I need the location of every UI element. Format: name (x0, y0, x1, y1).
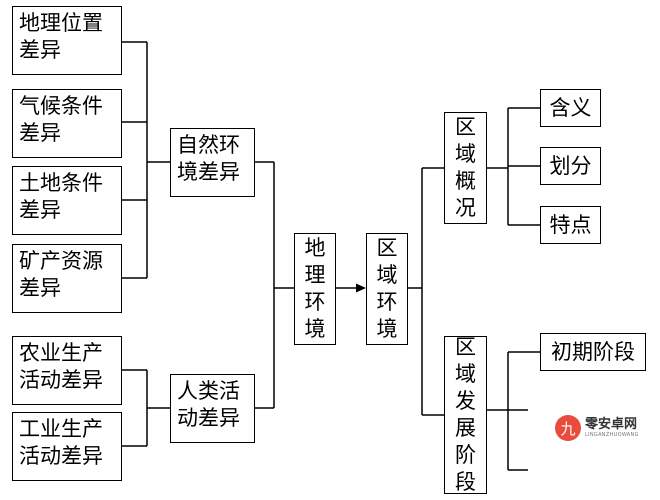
watermark-title: 零安卓网 (585, 417, 638, 432)
box-line2: 差异 (19, 121, 61, 145)
watermark-logo: 九 零安卓网 LINGANZHUOWANG (555, 410, 650, 446)
box-label: 初期阶段 (551, 339, 635, 364)
box-line1: 农业生产 (19, 341, 103, 365)
box-label: 划分 (549, 153, 592, 178)
char: 发 (455, 389, 476, 413)
box-line1: 地理位置 (19, 11, 103, 35)
box-line2: 境差异 (177, 160, 240, 184)
char: 段 (455, 470, 476, 494)
box-climate-diff: 气候条件 差异 (12, 89, 122, 158)
box-initial-stage: 初期阶段 (540, 333, 646, 371)
box-line1: 自然环 (177, 133, 240, 157)
char: 况 (455, 196, 476, 220)
box-region-overview: 区 域 概 况 (444, 112, 487, 224)
char: 展 (455, 416, 476, 440)
char: 环 (304, 290, 326, 314)
box-geo-env: 地 理 环 境 (294, 233, 336, 345)
char: 阶 (455, 443, 476, 467)
char: 地 (304, 236, 326, 260)
char: 环 (376, 290, 398, 314)
char: 域 (455, 142, 476, 166)
box-label: 含义 (549, 95, 592, 120)
watermark-subtitle: LINGANZHUOWANG (585, 432, 639, 438)
char: 域 (455, 362, 476, 386)
char: 理 (304, 263, 326, 287)
box-human-activity-diff: 人类活 动差异 (170, 374, 255, 443)
box-meaning: 含义 (540, 89, 601, 127)
box-division: 划分 (540, 147, 601, 185)
box-natural-env-diff: 自然环 境差异 (170, 128, 255, 197)
box-region-stages: 区 域 发 展 阶 段 (444, 335, 487, 494)
box-line2: 活动差异 (19, 368, 103, 392)
box-label: 特点 (549, 212, 592, 237)
box-agriculture-diff: 农业生产 活动差异 (12, 336, 122, 405)
box-line2: 差异 (19, 276, 61, 300)
char: 境 (304, 317, 326, 341)
box-line2: 活动差异 (19, 444, 103, 468)
arrow-head-icon (356, 283, 366, 293)
box-region-env: 区 域 环 境 (366, 233, 408, 345)
logo-icon: 九 (555, 415, 581, 441)
box-location-diff: 地理位置 差异 (12, 6, 122, 75)
box-industry-diff: 工业生产 活动差异 (12, 412, 122, 481)
box-line1: 矿产资源 (19, 249, 103, 273)
box-features: 特点 (540, 206, 601, 244)
char: 境 (376, 317, 398, 341)
box-mineral-diff: 矿产资源 差异 (12, 244, 122, 313)
box-line2: 动差异 (177, 406, 240, 430)
box-land-diff: 土地条件 差异 (12, 166, 122, 235)
char: 概 (455, 169, 476, 193)
char: 域 (376, 263, 398, 287)
box-line2: 差异 (19, 198, 61, 222)
char: 区 (455, 115, 476, 139)
char: 区 (455, 335, 476, 359)
box-line1: 人类活 (177, 379, 240, 403)
box-line1: 气候条件 (19, 94, 103, 118)
box-line1: 工业生产 (19, 417, 103, 441)
box-line1: 土地条件 (19, 171, 103, 195)
char: 区 (376, 236, 398, 260)
box-line2: 差异 (19, 38, 61, 62)
